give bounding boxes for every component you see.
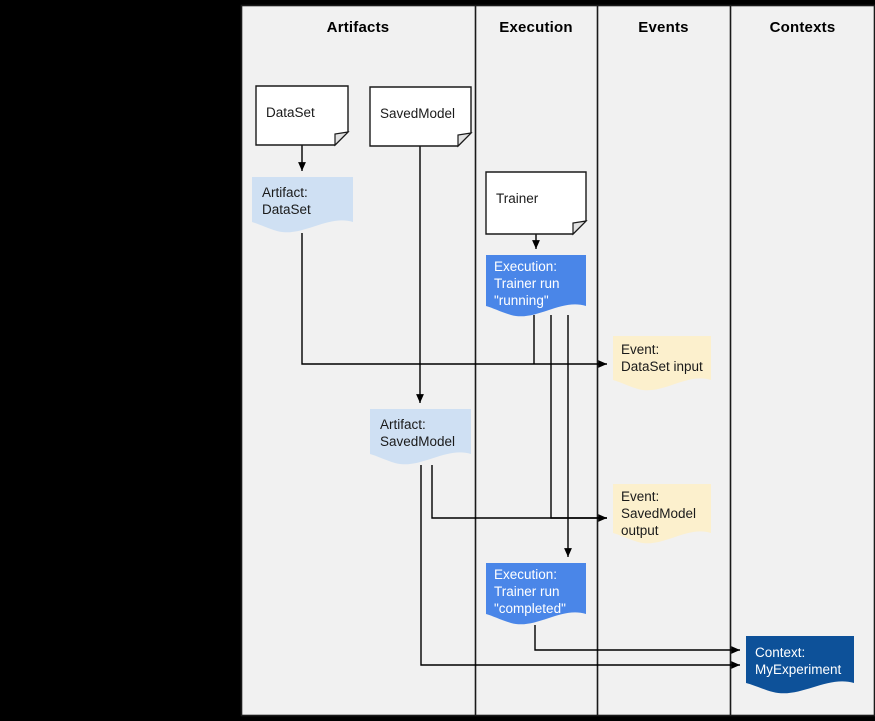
node-event-savedmodel-output[interactable] (613, 484, 711, 544)
column-header-execution: Execution (499, 19, 573, 36)
edge-artifact-savedmodel-to-context (420, 465, 740, 669)
node-label-artifact-savedmodel: Artifact: SavedModel (380, 417, 456, 449)
node-artifact-dataset[interactable] (252, 177, 353, 233)
node-label-trainer-type: Trainer (496, 191, 539, 206)
node-event-dataset-input[interactable] (613, 336, 711, 391)
edge-artifact-dataset-to-event-dataset-input (301, 233, 607, 368)
column-header-contexts: Contexts (769, 19, 836, 36)
node-label-savedmodel-type: SavedModel (380, 106, 456, 121)
node-label-execution-completed: Execution: Trainer run "completed" (494, 567, 566, 616)
edge-artifact-savedmodel-to-event-savedmodel-output (431, 465, 607, 522)
node-context-myexperiment[interactable] (746, 636, 854, 694)
node-dataset-type[interactable] (255, 85, 350, 147)
edge-layer (298, 145, 740, 669)
node-artifact-savedmodel[interactable] (370, 409, 471, 465)
node-execution-completed[interactable] (486, 563, 586, 625)
column-header-events: Events (638, 19, 689, 36)
edge-execution-completed-to-context (534, 625, 740, 654)
node-label-event-savedmodel-output: Event: SavedModel output (621, 489, 697, 538)
node-label-execution-running: Execution: Trainer run "running" (494, 259, 560, 308)
node-label-dataset-type: DataSet (266, 105, 315, 120)
node-label-artifact-dataset: Artifact: DataSet (262, 185, 311, 217)
column-header-artifacts: Artifacts (326, 19, 390, 36)
node-trainer-type[interactable] (485, 171, 588, 236)
node-label-event-dataset-input: Event: DataSet input (621, 342, 703, 374)
node-execution-running[interactable] (486, 255, 586, 317)
node-label-context-myexperiment: Context: MyExperiment (755, 645, 842, 677)
node-savedmodel-type[interactable] (369, 86, 473, 148)
